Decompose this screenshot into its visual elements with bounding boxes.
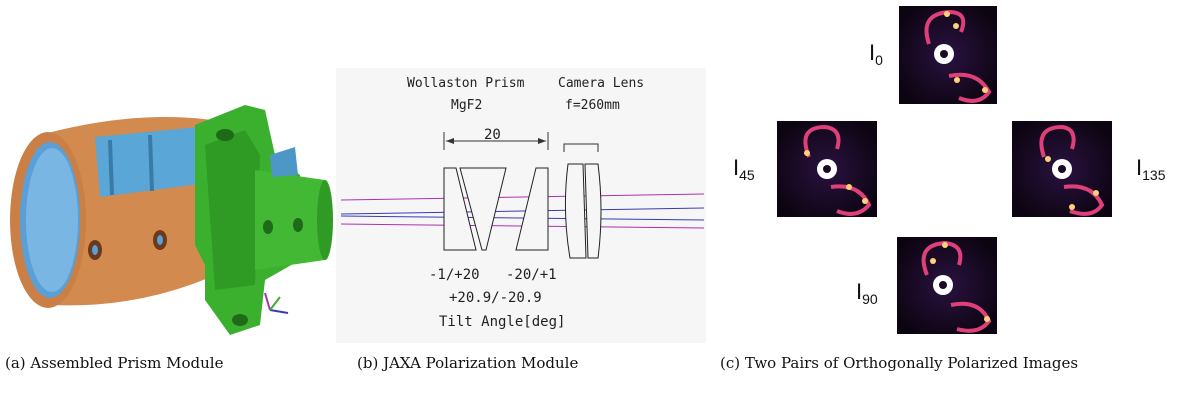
tilt-angle-right: -20/+1	[506, 267, 557, 283]
prism-module-illustration	[10, 105, 333, 335]
panel-b-figure: Wollaston Prism Camera Lens MgF2 f=260mm…	[336, 68, 706, 343]
heading-camera-lens: Camera Lens	[558, 76, 645, 91]
polarized-image-i135	[1012, 121, 1112, 217]
tilt-angle-left: -1/+20	[429, 267, 480, 283]
label-i135: I135	[1136, 155, 1166, 183]
caption-a: (a) Assembled Prism Module	[5, 354, 224, 372]
dimension-label: 20	[484, 127, 501, 143]
focal-length-label: f=260mm	[565, 98, 620, 113]
polarized-image-i45	[777, 121, 877, 217]
xyz-axis-triad-icon	[264, 292, 289, 314]
polarized-image-i90	[897, 237, 997, 334]
caption-b: (b) JAXA Polarization Module	[357, 354, 579, 372]
label-i90: I90	[856, 279, 878, 307]
polarized-image-i0	[899, 6, 997, 104]
label-i45: I45	[733, 155, 755, 183]
heading-wollaston-prism: Wollaston Prism	[407, 76, 525, 91]
tilt-angle-caption: Tilt Angle[deg]	[439, 314, 566, 330]
label-i0: I0	[869, 40, 883, 68]
panel-a-figure	[0, 85, 335, 335]
tilt-angle-lens: +20.9/-20.9	[449, 290, 542, 306]
caption-c: (c) Two Pairs of Orthogonally Polarized …	[720, 354, 1079, 372]
material-label: MgF2	[451, 98, 483, 113]
optical-layout-diagram	[340, 132, 705, 259]
